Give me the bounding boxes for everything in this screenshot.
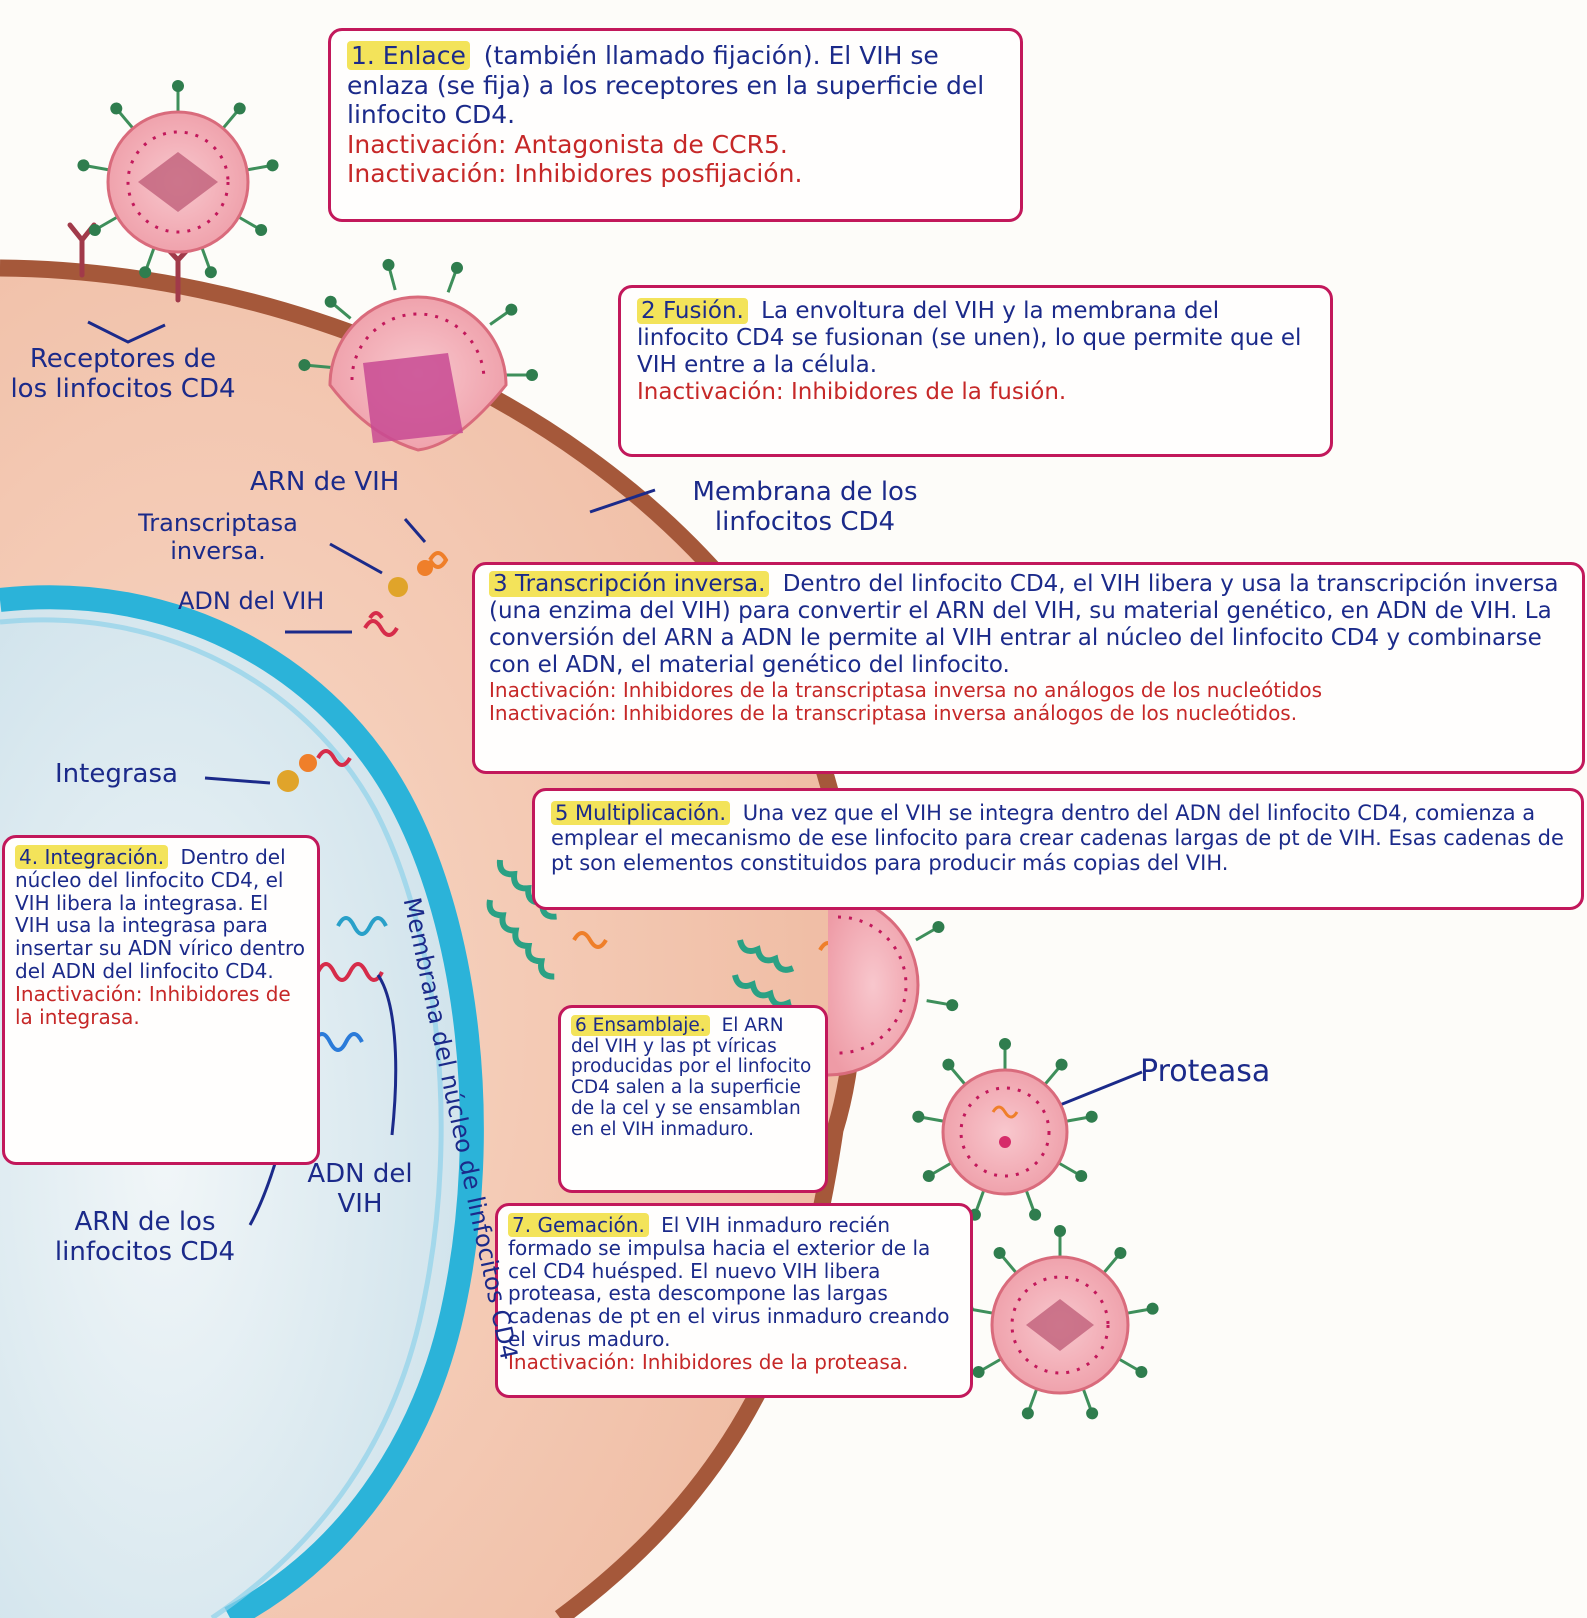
step-1-box: 1. Enlace (también llamado fijación). El… (328, 28, 1023, 222)
label-membrana: Membrana de los linfocitos CD4 (660, 478, 950, 538)
inactivation-text: Inactivación: Inhibidores de la fusión. (637, 379, 1314, 406)
step-6-box: 6 Ensamblaje. El ARN del VIH y las pt ví… (558, 1005, 828, 1193)
step-heading: 7. Gemación. (508, 1213, 649, 1237)
step-heading: 5 Multiplicación. (551, 801, 730, 825)
inactivation-text: Inactivación: Inhibidores posfijación. (347, 159, 1004, 189)
label-adn-vih-nucleo: ADN del VIH (305, 1160, 415, 1220)
inactivation-text: Inactivación: Antagonista de CCR5. (347, 130, 1004, 160)
step-heading: 4. Integración. (15, 845, 168, 869)
label-integrasa: Integrasa (55, 760, 178, 790)
step-2-box: 2 Fusión. La envoltura del VIH y la memb… (618, 285, 1333, 457)
virus-icon (960, 1225, 1159, 1421)
virus-icon (911, 1038, 1098, 1222)
label-transcriptasa: Transcriptasa inversa. (108, 510, 328, 565)
label-proteasa: Proteasa (1140, 1055, 1270, 1090)
inactivation-text: Inactivación: Inhibidores de la integras… (15, 983, 307, 1029)
inactivation-text: Inactivación: Inhibidores de la transcri… (489, 702, 1568, 725)
step-5-box: 5 Multiplicación. Una vez que el VIH se … (532, 788, 1584, 910)
step-heading: 2 Fusión. (637, 298, 748, 324)
inactivation-text: Inactivación: Inhibidores de la proteasa… (508, 1351, 960, 1374)
step-heading: 6 Ensamblaje. (571, 1015, 710, 1036)
label-adn-vih: ADN del VIH (178, 588, 324, 616)
label-arn-linfocitos: ARN de los linfocitos CD4 (30, 1208, 260, 1268)
virus-icon (77, 80, 280, 280)
label-arn-vih: ARN de VIH (250, 468, 399, 498)
label-receptores: Receptores de los linfocitos CD4 (8, 345, 238, 405)
step-heading: 3 Transcripción inversa. (489, 571, 769, 597)
step-7-box: 7. Gemación. El VIH inmaduro recién form… (495, 1203, 973, 1398)
step-3-box: 3 Transcripción inversa. Dentro del linf… (472, 562, 1585, 774)
inactivation-text: Inactivación: Inhibidores de la transcri… (489, 679, 1568, 702)
step-heading: 1. Enlace (347, 41, 470, 70)
step-4-box: 4. Integración. Dentro del núcleo del li… (2, 835, 320, 1165)
